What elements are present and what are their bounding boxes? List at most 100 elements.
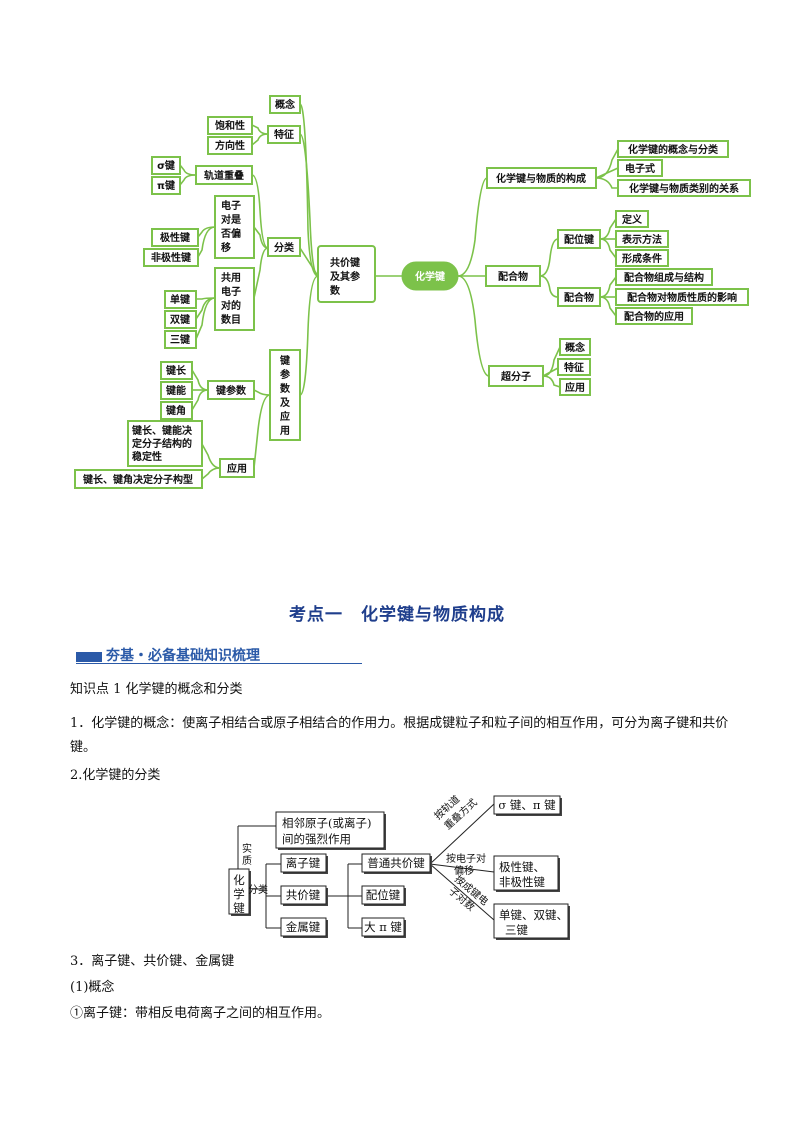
node-cb1: 定义 xyxy=(615,210,649,228)
essence-label-1: 实 xyxy=(242,842,252,855)
svg-text:对是: 对是 xyxy=(221,213,241,226)
svg-text:键: 键 xyxy=(233,901,245,915)
svg-text:特征: 特征 xyxy=(274,128,294,141)
banner-bar xyxy=(76,652,102,662)
svg-text:表示方法: 表示方法 xyxy=(621,233,662,246)
knowledge-point-heading: 知识点 1 化学键的概念和分类 xyxy=(70,682,243,697)
big-pi-box: 大 π 键 xyxy=(361,917,406,938)
node-c2: 配合物对物质性质的影响 xyxy=(615,288,749,306)
svg-text:配合物对物质性质的影响: 配合物对物质性质的影响 xyxy=(627,291,737,304)
svg-text:键长、键能决: 键长、键能决 xyxy=(131,424,193,437)
node-saturation: 饱和性 xyxy=(207,116,253,135)
node-covalent-main: 共价键 及其参 数 xyxy=(317,245,376,303)
node-s1: 概念 xyxy=(559,338,591,356)
svg-text:配合物组成与结构: 配合物组成与结构 xyxy=(624,271,704,284)
svg-text:非极性键: 非极性键 xyxy=(499,875,545,889)
svg-text:化学键与物质类别的关系: 化学键与物质类别的关系 xyxy=(629,182,739,195)
svg-text:单键、双键、: 单键、双键、 xyxy=(499,908,568,922)
svg-text:形成条件: 形成条件 xyxy=(622,252,662,265)
svg-text:金属键: 金属键 xyxy=(286,920,321,934)
svg-text:共价键: 共价键 xyxy=(330,256,361,269)
svg-text:数: 数 xyxy=(280,382,291,395)
svg-text:否偏: 否偏 xyxy=(220,227,241,240)
paragraph-three-bonds: 3．离子键、共价键、金属键 xyxy=(70,954,235,969)
essence-label-2: 质 xyxy=(242,855,252,867)
svg-text:数: 数 xyxy=(330,284,341,297)
svg-text:数目: 数目 xyxy=(221,313,241,326)
node-bm1: 化学键的概念与分类 xyxy=(617,140,729,158)
svg-text:配位键: 配位键 xyxy=(564,233,595,246)
svg-text:化学键: 化学键 xyxy=(415,270,446,283)
sigma-pi-box: σ 键、π 键 xyxy=(493,795,562,816)
svg-text:移: 移 xyxy=(221,241,231,254)
svg-text:共用: 共用 xyxy=(221,271,241,284)
by-shift-label-2: 偏移 xyxy=(454,864,474,877)
svg-text:键角: 键角 xyxy=(165,404,186,417)
svg-text:键能: 键能 xyxy=(165,384,186,397)
essence-box: 相邻原子(或离子) 间的强烈作用 xyxy=(275,811,386,850)
paragraph-concept-heading: (1)概念 xyxy=(70,980,115,995)
svg-text:配合物: 配合物 xyxy=(498,270,528,283)
node-bm3: 化学键与物质类别的关系 xyxy=(617,179,751,197)
svg-text:π键: π键 xyxy=(157,179,176,192)
svg-text:定义: 定义 xyxy=(622,213,643,226)
node-apply2: 键长、键角决定分子构型 xyxy=(74,469,203,489)
node-cb3: 形成条件 xyxy=(615,249,669,267)
svg-text:学: 学 xyxy=(233,887,245,901)
node-c1: 配合物组成与结构 xyxy=(615,268,713,286)
node-sigma: σ键 xyxy=(151,156,181,175)
node-polar: 极性键 xyxy=(151,228,199,247)
paragraph-bond-concept: 1．化学键的概念：使离子相结合或原子相结合的作用力。根据成键粒子和粒子间的相互作… xyxy=(70,716,729,755)
svg-text:σ 键、π 键: σ 键、π 键 xyxy=(498,798,556,812)
paragraph-bond-classification: 2.化学键的分类 xyxy=(70,768,161,783)
section-banner: 夯基・必备基础知识梳理 xyxy=(76,645,362,665)
node-bond-length: 键长 xyxy=(160,361,193,380)
svg-text:单键: 单键 xyxy=(170,293,191,306)
svg-text:用: 用 xyxy=(279,425,290,437)
svg-text:极性键、: 极性键、 xyxy=(499,860,545,874)
root-box: 化 学 键 xyxy=(228,868,251,916)
ionic-bond-box: 离子键 xyxy=(280,853,328,874)
node-double: 双键 xyxy=(164,310,197,329)
svg-text:应: 应 xyxy=(280,410,290,423)
svg-text:超分子: 超分子 xyxy=(500,370,531,383)
classify-label: 分类 xyxy=(248,883,268,896)
svg-text:电子式: 电子式 xyxy=(625,162,655,175)
mind-map: 化学键 共价键 及其参 数 概念 特征 饱和性 方向性 分类 轨道重叠 σ键 π… xyxy=(74,95,751,489)
svg-text:大 π 键: 大 π 键 xyxy=(364,920,402,934)
svg-text:非极性键: 非极性键 xyxy=(151,251,192,264)
svg-text:键: 键 xyxy=(279,354,291,367)
svg-text:σ键: σ键 xyxy=(157,159,176,172)
svg-text:共价键: 共价键 xyxy=(286,888,321,902)
svg-text:应用: 应用 xyxy=(227,462,247,475)
node-apply1: 键长、键能决 定分子结构的 稳定性 xyxy=(127,420,203,467)
node-concept: 概念 xyxy=(269,95,301,114)
node-apply: 应用 xyxy=(219,458,255,478)
svg-text:极性键: 极性键 xyxy=(160,231,191,244)
node-bond-angle: 键角 xyxy=(160,401,193,420)
svg-text:稳定性: 稳定性 xyxy=(132,450,162,463)
node-s2: 特征 xyxy=(557,358,591,376)
node-params-apply: 键 参 数 及 应 用 xyxy=(269,349,301,441)
node-bm2: 电子式 xyxy=(617,159,663,177)
node-bond-energy: 键能 xyxy=(160,381,193,400)
diagram-lines xyxy=(237,803,495,929)
svg-text:配位键: 配位键 xyxy=(366,888,401,902)
polar-nonpolar-box: 极性键、 非极性键 xyxy=(493,855,560,892)
node-bond-params: 键参数 xyxy=(207,380,255,400)
svg-text:普通共价键: 普通共价键 xyxy=(367,856,425,870)
node-cb2: 表示方法 xyxy=(615,230,669,248)
node-complex: 配合物 xyxy=(485,265,541,287)
svg-text:配合物的应用: 配合物的应用 xyxy=(624,310,684,323)
node-coord-bond: 配位键 xyxy=(557,229,601,249)
svg-text:及: 及 xyxy=(280,397,291,409)
svg-text:分类: 分类 xyxy=(274,241,294,254)
banner-text: 夯基・必备基础知识梳理 xyxy=(106,648,260,664)
node-orbital-overlap: 轨道重叠 xyxy=(195,165,253,185)
svg-text:特征: 特征 xyxy=(564,361,584,374)
banner-underline xyxy=(76,663,362,664)
svg-text:应用: 应用 xyxy=(565,381,585,394)
svg-text:键长、键角决定分子构型: 键长、键角决定分子构型 xyxy=(82,473,193,486)
svg-text:概念: 概念 xyxy=(565,341,585,354)
svg-text:电子: 电子 xyxy=(221,285,241,298)
